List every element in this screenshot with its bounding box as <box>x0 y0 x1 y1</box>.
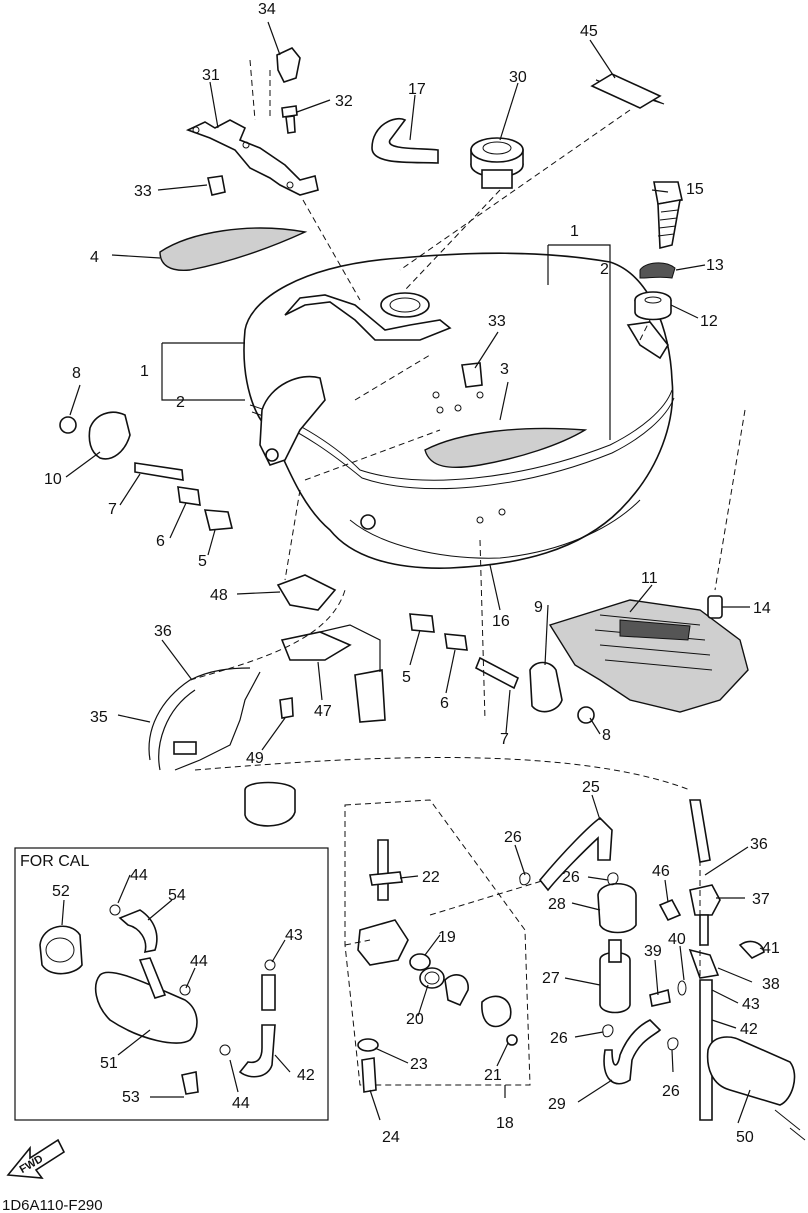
label-24: 24 <box>382 1129 400 1146</box>
fuel-filter-27 <box>599 951 631 1014</box>
label-8a: 8 <box>72 365 81 382</box>
label-15: 15 <box>686 181 704 198</box>
fuel-pump-47 <box>354 669 386 723</box>
label-25: 25 <box>582 779 600 796</box>
label-10: 10 <box>44 471 62 488</box>
label-5b: 5 <box>402 669 411 686</box>
label-53: 53 <box>122 1089 140 1106</box>
label-20: 20 <box>406 1011 424 1028</box>
label-52: 52 <box>52 883 70 900</box>
label-31: 31 <box>202 67 220 84</box>
label-54: 54 <box>168 887 186 904</box>
label-18: 18 <box>496 1115 514 1132</box>
label-22: 22 <box>422 869 440 886</box>
gasket-48 <box>276 574 337 611</box>
label-14: 14 <box>753 600 771 617</box>
label-46: 46 <box>652 863 670 880</box>
bracket-9 <box>529 661 563 713</box>
label-35: 35 <box>90 709 108 726</box>
for-cal-parts <box>39 904 276 1095</box>
tank-emblem <box>424 427 588 469</box>
diagram-code: 1D6A110-F290 <box>2 1197 103 1213</box>
label-7b: 7 <box>500 731 509 748</box>
valve-37 <box>689 884 721 916</box>
label-45: 45 <box>580 23 598 40</box>
label-44a: 44 <box>130 867 148 884</box>
label-41: 41 <box>762 940 780 957</box>
label-44b: 44 <box>190 953 208 970</box>
label-29: 29 <box>548 1096 566 1113</box>
label-42b: 42 <box>740 1021 758 1038</box>
label-26d: 26 <box>662 1083 680 1100</box>
label-36a: 36 <box>154 623 172 640</box>
label-32: 32 <box>335 93 353 110</box>
inset-title: FOR CAL <box>20 853 89 870</box>
label-6a: 6 <box>156 533 165 550</box>
label-1b: 1 <box>570 223 579 240</box>
damper-12 <box>634 291 672 321</box>
label-23: 23 <box>410 1056 428 1073</box>
label-2b: 2 <box>600 261 609 278</box>
label-38: 38 <box>762 976 780 993</box>
label-26b: 26 <box>562 869 580 886</box>
label-26c: 26 <box>550 1030 568 1047</box>
label-3: 3 <box>500 361 509 378</box>
label-37: 37 <box>752 891 770 908</box>
label-4: 4 <box>90 249 99 266</box>
rubber-strap <box>371 118 439 164</box>
mount-bolt <box>653 181 683 250</box>
label-17: 17 <box>408 81 426 98</box>
label-42a: 42 <box>297 1067 315 1084</box>
label-43b: 43 <box>742 996 760 1013</box>
label-6b: 6 <box>440 695 449 712</box>
label-16: 16 <box>492 613 510 630</box>
label-33a: 33 <box>134 183 152 200</box>
label-11: 11 <box>641 570 658 587</box>
label-1a: 1 <box>140 363 149 380</box>
fwd-arrow-icon <box>6 1138 66 1179</box>
label-27: 27 <box>542 970 560 987</box>
side-cover-10 <box>88 411 131 460</box>
canister-50 <box>706 1036 796 1106</box>
label-33b: 33 <box>488 313 506 330</box>
side-decal <box>159 227 308 272</box>
label-47: 47 <box>314 703 332 720</box>
part-number-labels: 34 31 32 17 30 45 33 15 4 13 12 1 2 1 2 … <box>2 1 780 1213</box>
fuel-tank <box>243 252 675 569</box>
fuel-cap <box>470 137 524 189</box>
filter-bracket-28 <box>597 883 637 934</box>
engine-cover-11 <box>548 599 749 713</box>
label-40: 40 <box>668 931 686 948</box>
label-19: 19 <box>438 929 456 946</box>
label-39: 39 <box>644 943 662 960</box>
label-13: 13 <box>706 257 724 274</box>
label-51: 51 <box>100 1055 118 1072</box>
label-12: 12 <box>700 313 718 330</box>
label-36b: 36 <box>750 836 768 853</box>
label-8b: 8 <box>602 727 611 744</box>
label-50: 50 <box>736 1129 754 1146</box>
label-43a: 43 <box>285 927 303 944</box>
label-7a: 7 <box>108 501 117 518</box>
bracket-31 <box>185 119 319 196</box>
label-5a: 5 <box>198 553 207 570</box>
label-28: 28 <box>548 896 566 913</box>
label-2a: 2 <box>176 394 185 411</box>
label-49: 49 <box>246 750 264 767</box>
label-9: 9 <box>534 599 543 616</box>
for-cal-inset-frame <box>14 847 329 1121</box>
label-21: 21 <box>484 1067 502 1084</box>
label-44c: 44 <box>232 1095 250 1112</box>
label-48: 48 <box>210 587 228 604</box>
label-34: 34 <box>258 1 276 18</box>
label-30: 30 <box>509 69 527 86</box>
label-26a: 26 <box>504 829 522 846</box>
fuel-cock <box>357 919 409 966</box>
